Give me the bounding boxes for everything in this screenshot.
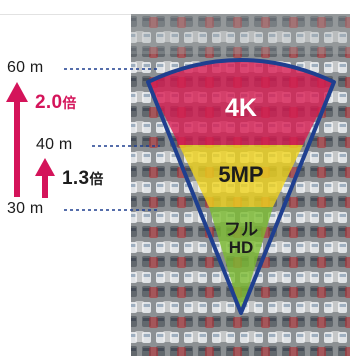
cone-outline <box>146 58 336 315</box>
ratio-mid-value: 1.3 <box>62 168 90 189</box>
ratio-far: 2.0倍 <box>35 92 77 114</box>
zone-4k <box>148 60 334 145</box>
zone-fullhd <box>209 207 273 313</box>
arrow-up-icon-mid <box>35 158 55 198</box>
distance-label-mid: 40 m <box>36 136 73 153</box>
arrow-up-icon-far <box>6 82 28 197</box>
zone-label-4k: 4K <box>225 94 257 122</box>
ratio-mid: 1.3倍 <box>62 168 104 190</box>
zone-label-fullhd-line2: HD <box>228 237 254 257</box>
distance-label-near: 30 m <box>7 200 44 217</box>
zone-5mp <box>179 145 303 207</box>
zone-label-fullhd: フル HD <box>210 221 272 257</box>
ratio-far-suffix: 倍 <box>62 95 77 111</box>
zone-label-fullhd-line1: フル <box>224 220 258 239</box>
distance-label-far: 60 m <box>7 59 44 76</box>
coverage-cone <box>148 60 334 313</box>
zone-label-5mp: 5MP <box>218 162 264 187</box>
ratio-mid-suffix: 倍 <box>89 171 104 187</box>
ratio-far-value: 2.0 <box>35 92 63 113</box>
